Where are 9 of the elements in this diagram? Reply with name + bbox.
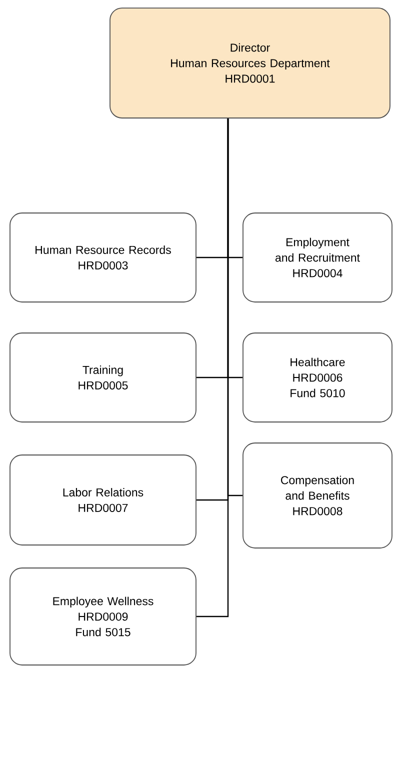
unit-box: Labor Relations HRD0007 [10,454,196,546]
connector-line [196,118,229,618]
unit-box: Training HRD0005 [10,332,196,422]
unit-box: Human Resource Records HRD0003 [10,212,196,302]
unit-box: Healthcare HRD0006 Fund 5010 [242,332,392,422]
unit-box: Employee Wellness HRD0009 Fund 5015 [10,568,196,666]
unit-box: Compensation and Benefits HRD0008 [242,442,392,548]
unit-box: Employment and Recruitment HRD0004 [242,212,392,302]
director-box: Director Human Resources Department HRD0001 [110,8,390,118]
